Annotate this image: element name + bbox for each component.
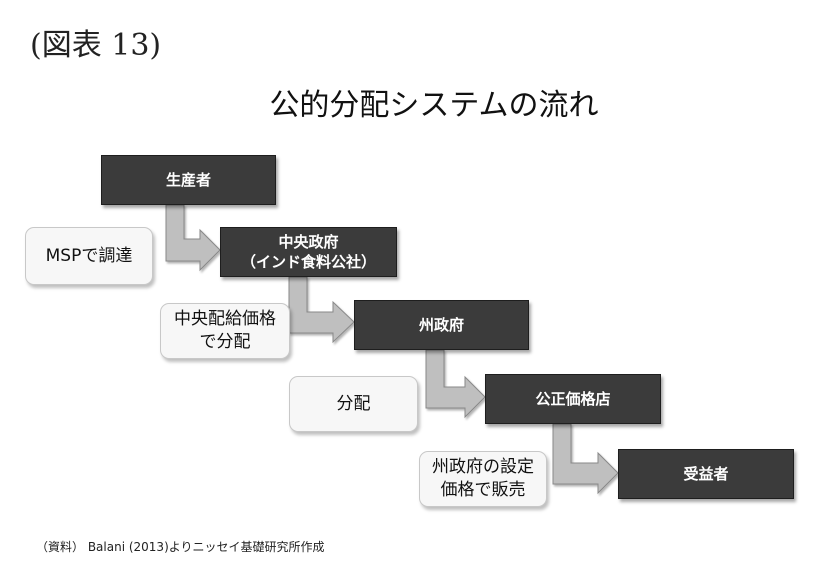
stage-state-government-label: 州政府 [418, 316, 464, 334]
note-state-price-sale-line-2: 価格で販売 [440, 480, 526, 500]
stage-central-government-sublabel: （インド食料公社） [240, 253, 376, 271]
flow-arrow-4 [552, 423, 619, 495]
note-distribution-line-1: 分配 [336, 393, 371, 414]
stage-beneficiary: 受益者 [618, 449, 794, 499]
stage-beneficiary-label: 受益者 [683, 465, 729, 483]
stage-state-government: 州政府 [354, 300, 529, 350]
diagram-title: 公的分配システムの流れ [269, 88, 599, 123]
figure-label: (図表 13) [30, 28, 162, 63]
stage-central-government: 中央政府 （インド食料公社） [220, 227, 397, 277]
note-central-issue-price: 中央配給価格 で分配 [160, 303, 290, 359]
stage-central-government-label: 中央政府 [278, 233, 339, 251]
source-note: （資料） Balani (2013)よりニッセイ基礎研究所作成 [36, 540, 325, 554]
note-msp-procurement-line-1: MSPで調達 [45, 245, 133, 266]
note-msp-procurement: MSPで調達 [25, 227, 153, 285]
note-central-issue-price-line-1: 中央配給価格 [174, 309, 276, 329]
flow-arrow-1 [165, 204, 221, 272]
note-central-issue-price-line-2: で分配 [199, 332, 251, 352]
note-state-price-sale: 州政府の設定 価格で販売 [419, 451, 547, 507]
stage-fair-price-shop: 公正価格店 [485, 374, 661, 424]
note-state-price-sale-line-1: 州政府の設定 [432, 457, 534, 477]
flow-arrow-2 [288, 276, 355, 344]
stage-fair-price-shop-label: 公正価格店 [535, 390, 611, 408]
note-distribution: 分配 [289, 376, 418, 432]
stage-producer-label: 生産者 [165, 171, 211, 189]
stage-producer: 生産者 [101, 155, 276, 205]
flow-arrow-3 [425, 349, 486, 419]
